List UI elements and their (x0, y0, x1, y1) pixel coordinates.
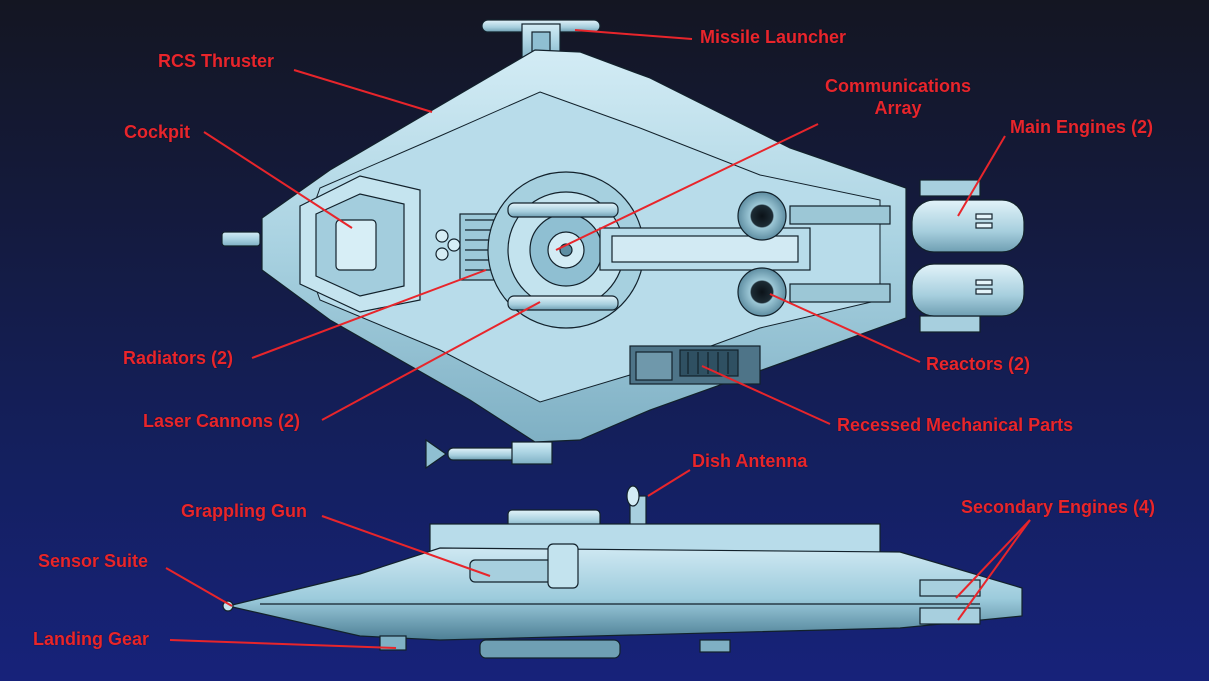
label-secondary-engines: Secondary Engines (4) (961, 497, 1156, 517)
sensor-nub (221, 231, 261, 247)
label-communications-array: Communications Array (816, 75, 980, 119)
label-communications-array-line1: Communications (824, 76, 971, 96)
sensor-suite-part (222, 600, 234, 612)
label-recessed-mechanical-parts: Recessed Mechanical Parts (837, 415, 1074, 435)
leader-cockpit (203, 131, 353, 229)
leader-landing-gear (169, 639, 397, 649)
leader-communications-array (555, 123, 819, 251)
leader-missile-launcher (574, 29, 693, 40)
label-laser-cannons: Laser Cannons (2) (143, 411, 301, 431)
label-cockpit: Cockpit (124, 122, 191, 142)
leader-sensor-suite (165, 567, 233, 607)
leader-radiators (251, 269, 487, 359)
dish-antenna-part (626, 485, 647, 529)
laser-cannons-part (507, 202, 811, 311)
leader-grappling-gun (321, 515, 491, 577)
label-main-engines: Main Engines (2) (1010, 117, 1154, 137)
side-view (222, 485, 1023, 659)
leader-main-engines (957, 135, 1006, 217)
label-dish-antenna: Dish Antenna (692, 451, 808, 471)
cockpit-part (299, 175, 421, 313)
label-landing-gear: Landing Gear (33, 629, 150, 649)
leader-dish-antenna (647, 469, 691, 497)
leader-lines (165, 29, 1031, 649)
secondary-engines-part (919, 579, 981, 625)
leader-secondary-engines-a (955, 519, 1031, 599)
label-rcs-thruster: RCS Thruster (158, 51, 275, 71)
grappling-gun-part (469, 543, 579, 589)
label-radiators: Radiators (2) (123, 348, 234, 368)
main-engines-part (911, 179, 1025, 333)
label-communications-array-line2: Array (874, 98, 922, 118)
label-sensor-suite: Sensor Suite (38, 551, 149, 571)
side-hull (227, 547, 1023, 641)
recessed-mechanical-parts-part (629, 345, 761, 385)
leader-secondary-engines-b (957, 519, 1031, 621)
label-grappling-gun: Grappling Gun (181, 501, 307, 521)
grappling-drone-part (425, 438, 553, 470)
leader-laser-cannons (321, 301, 541, 421)
label-reactors: Reactors (2) (926, 354, 1031, 374)
top-view (221, 19, 1025, 470)
leader-recessed-mechanical-parts (701, 365, 831, 425)
leader-reactors (769, 293, 921, 363)
landing-gear-part (379, 635, 731, 659)
label-missile-launcher: Missile Launcher (700, 27, 847, 47)
leader-rcs-thruster (293, 69, 433, 113)
reactors-part (737, 191, 891, 317)
